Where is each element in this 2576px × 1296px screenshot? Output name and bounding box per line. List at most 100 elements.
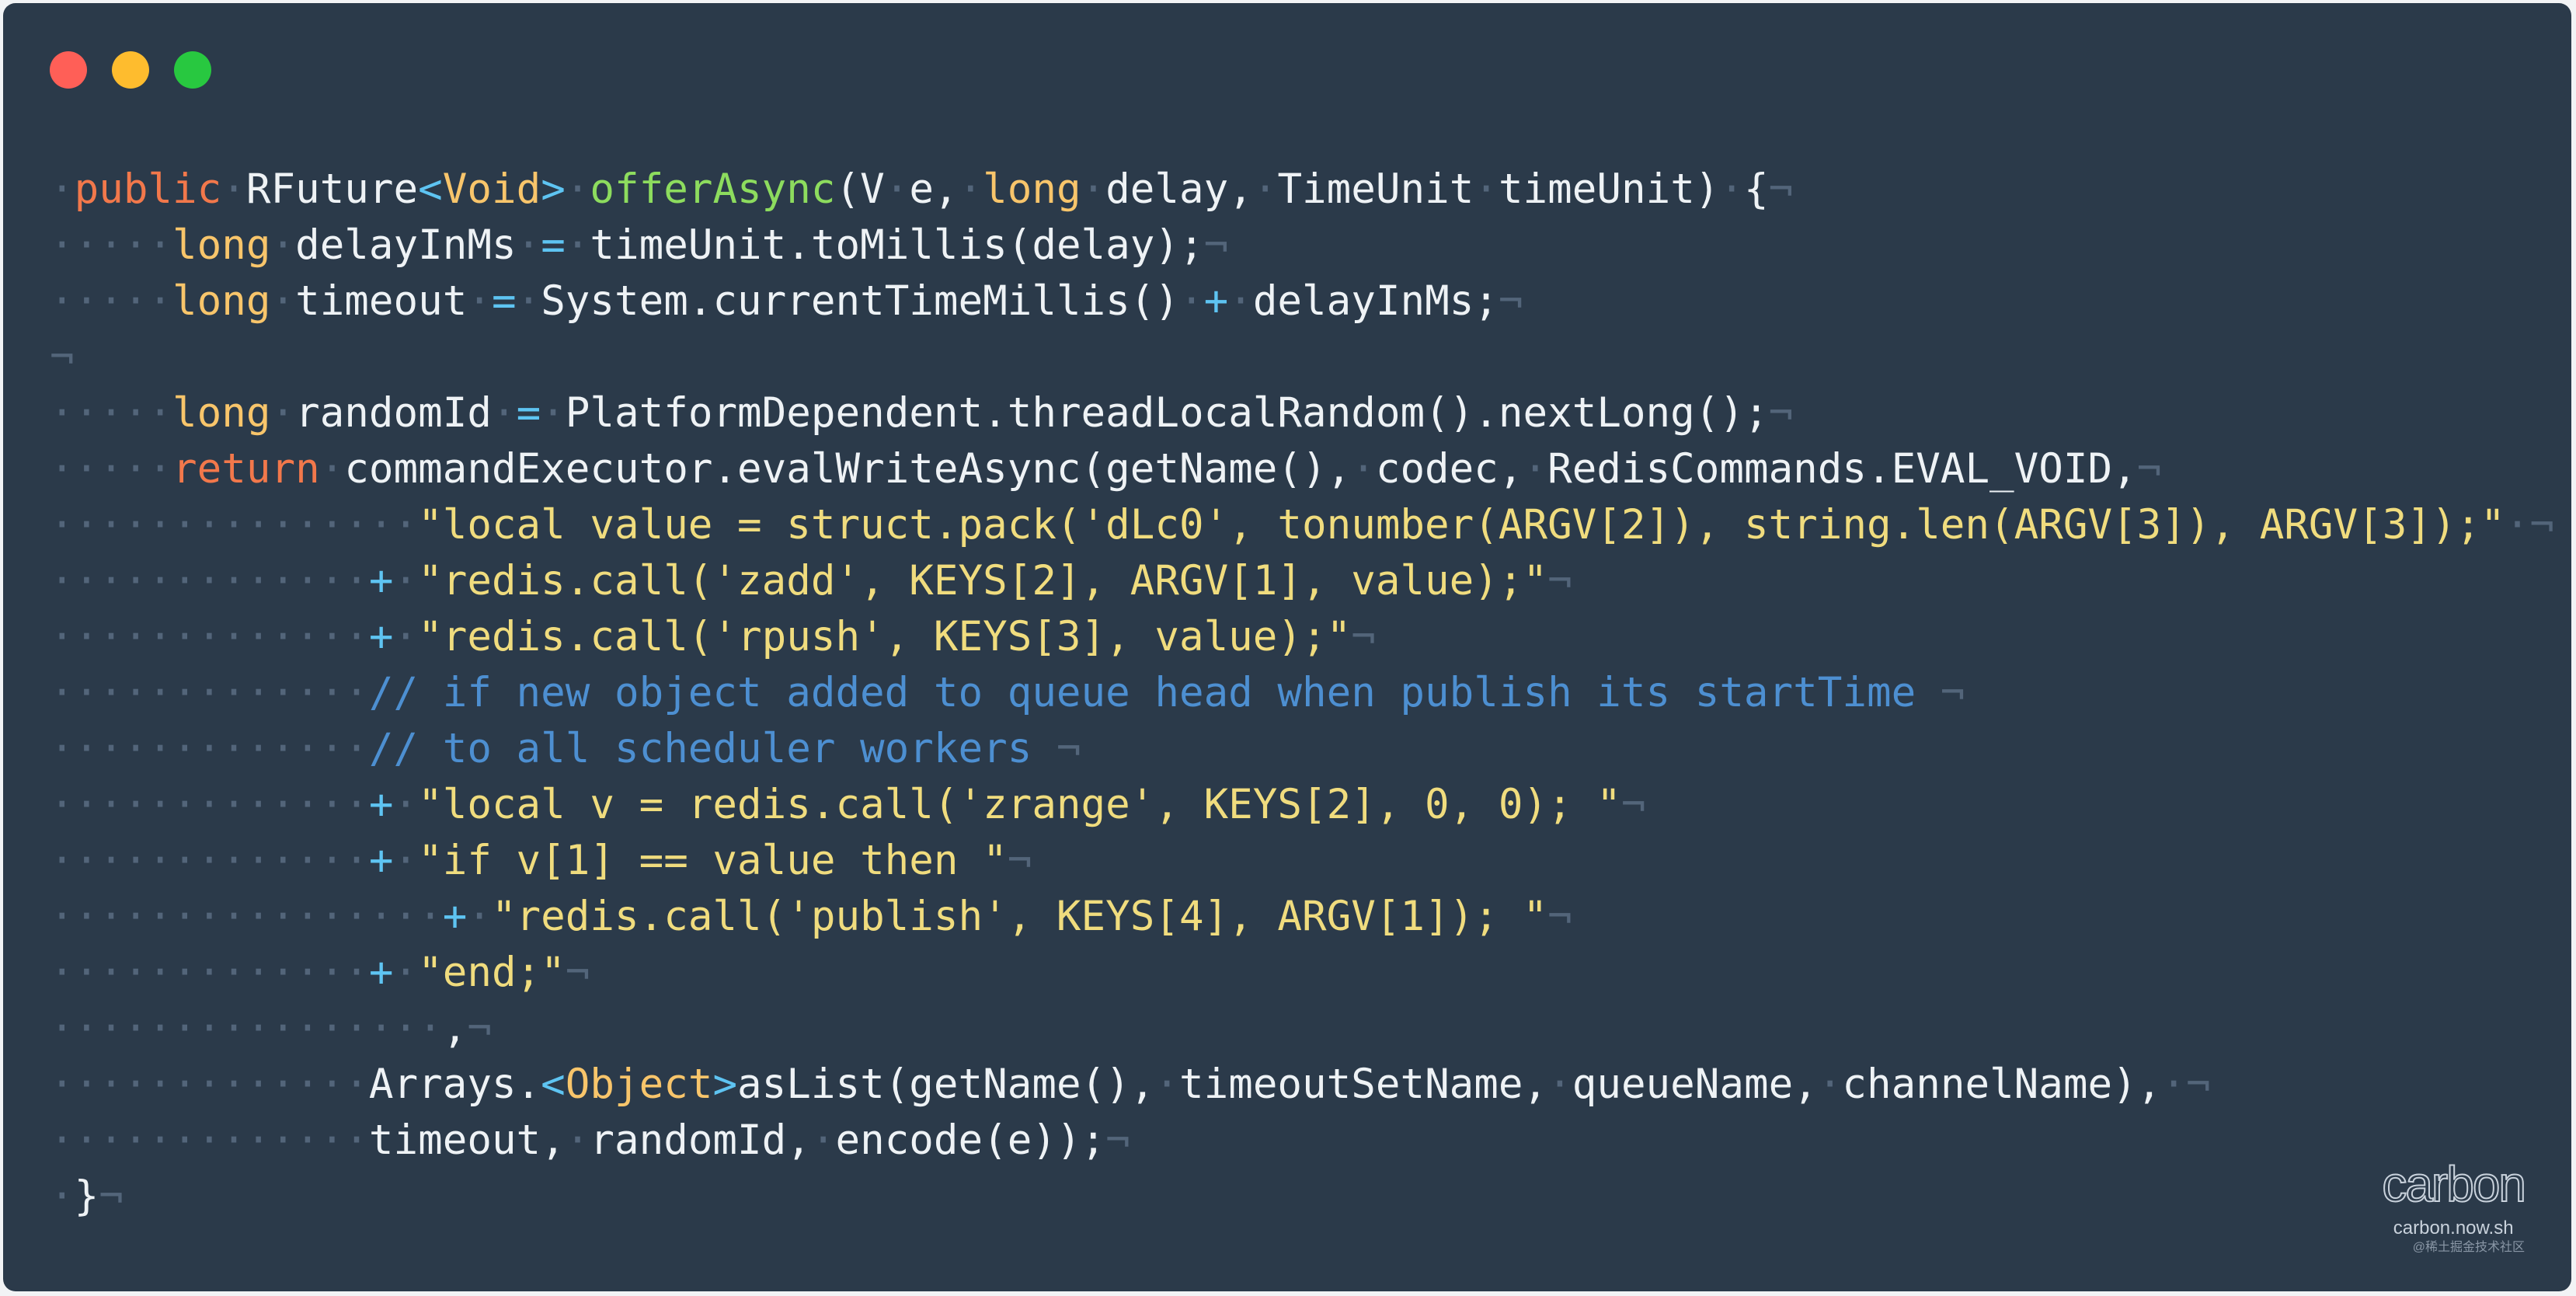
- whitespace-marker: ·: [393, 837, 419, 884]
- indent-whitespace: ················: [50, 893, 443, 940]
- code-token: delay,: [1105, 165, 1253, 213]
- whitespace-marker: ·: [565, 165, 590, 213]
- indent-whitespace: ·············: [50, 837, 369, 884]
- eol-marker: ¬: [1620, 781, 1646, 828]
- eol-marker: ¬: [2185, 1061, 2211, 1108]
- code-token: Object: [565, 1061, 713, 1108]
- whitespace-marker: ·: [1523, 445, 1548, 493]
- whitespace-marker: ·: [393, 557, 419, 604]
- code-token: public: [74, 165, 222, 213]
- whitespace-marker: ·: [221, 165, 246, 213]
- code-token: Void: [442, 165, 541, 213]
- code-token: +: [1203, 277, 1229, 325]
- code-token: +: [368, 949, 394, 996]
- code-token: "local value = struct.pack('dLc0', tonum…: [418, 501, 2505, 549]
- indent-whitespace: ·············: [50, 949, 369, 996]
- whitespace-marker: ·: [958, 165, 983, 213]
- whitespace-marker: ·: [516, 277, 541, 325]
- whitespace-marker: ·: [270, 221, 296, 269]
- code-token: return: [172, 445, 320, 493]
- code-line: ·············timeout,·randomId,·encode(e…: [50, 1113, 2554, 1169]
- code-token: "redis.call('publish', KEYS[4], ARGV[1])…: [491, 893, 1548, 940]
- close-window-icon[interactable]: [50, 51, 87, 89]
- eol-marker: ¬: [1547, 893, 1572, 940]
- code-token: encode(e));: [835, 1117, 1106, 1164]
- carbon-logo: carbon: [2381, 1156, 2527, 1212]
- code-token: "redis.call('rpush', KEYS[3], value);": [418, 613, 1352, 660]
- indent-whitespace: ···············: [50, 501, 419, 549]
- whitespace-marker: ·: [467, 277, 492, 325]
- whitespace-marker: ·: [270, 277, 296, 325]
- whitespace-marker: ·: [2505, 501, 2530, 549]
- code-token: delayInMs;: [1252, 277, 1499, 325]
- indent-whitespace: ·············: [50, 669, 369, 716]
- code-token: =: [516, 389, 541, 437]
- indent-whitespace: ·············: [50, 725, 369, 772]
- code-token: =: [541, 221, 566, 269]
- eol-marker: ¬: [1007, 837, 1032, 884]
- eol-marker: ¬: [1768, 389, 1794, 437]
- whitespace-marker: ·: [1817, 1061, 1843, 1108]
- eol-marker: ¬: [1498, 277, 1523, 325]
- code-token: Arrays.: [368, 1061, 541, 1108]
- code-line: ·····long·randomId·=·PlatformDependent.t…: [50, 385, 2554, 441]
- code-token: // if new object added to queue head whe…: [368, 669, 1941, 716]
- eol-marker: ¬: [1105, 1117, 1130, 1164]
- code-token: channelName),: [1842, 1061, 2162, 1108]
- code-line: ···············"local value = struct.pac…: [50, 497, 2554, 553]
- eol-marker: ¬: [1547, 557, 1572, 604]
- maximize-window-icon[interactable]: [174, 51, 211, 89]
- code-token: e,: [909, 165, 959, 213]
- code-token: queueName,: [1572, 1061, 1818, 1108]
- eol-marker: ¬: [2529, 501, 2554, 549]
- code-token: >: [712, 1061, 738, 1108]
- code-line: ·············// to all scheduler workers…: [50, 721, 2554, 777]
- code-line: ¬: [50, 329, 2554, 385]
- watermark-text: @稀土掘金技术社区: [2412, 1241, 2525, 1254]
- indent-whitespace: ·····: [50, 445, 173, 493]
- whitespace-marker: ·: [1228, 277, 1253, 325]
- whitespace-marker: ·: [2161, 1061, 2186, 1108]
- whitespace-marker: ·: [319, 445, 345, 493]
- code-token: =: [491, 277, 517, 325]
- indent-whitespace: ·············: [50, 557, 369, 604]
- code-token: +: [368, 557, 394, 604]
- eol-marker: ¬: [1351, 613, 1376, 660]
- code-line: ·····long·delayInMs·=·timeUnit.toMillis(…: [50, 218, 2554, 273]
- code-line: ·············+·"if v[1] == value then "¬: [50, 833, 2554, 889]
- minimize-window-icon[interactable]: [112, 51, 149, 89]
- eol-marker: ¬: [1056, 725, 1081, 772]
- code-line: ·············// if new object added to q…: [50, 665, 2554, 721]
- eol-marker: ¬: [50, 333, 75, 381]
- code-window: ·public·RFuture<Void>·offerAsync(V·e,·lo…: [3, 3, 2571, 1291]
- eol-marker: ¬: [1940, 669, 1965, 716]
- code-token: long: [172, 389, 271, 437]
- code-token: "local v = redis.call('zrange', KEYS[2],…: [418, 781, 1621, 828]
- code-block: ·public·RFuture<Void>·offerAsync(V·e,·lo…: [50, 162, 2554, 1225]
- code-token: offerAsync: [590, 165, 836, 213]
- whitespace-marker: ·: [884, 165, 910, 213]
- eol-marker: ¬: [1203, 221, 1229, 269]
- indent-whitespace: ·: [50, 165, 75, 213]
- whitespace-marker: ·: [1154, 1061, 1179, 1108]
- code-line: ················+·"redis.call('publish',…: [50, 889, 2554, 945]
- code-token: codec,: [1375, 445, 1523, 493]
- whitespace-marker: ·: [1474, 165, 1499, 213]
- code-token: <: [541, 1061, 566, 1108]
- code-line: ·············+·"local v = redis.call('zr…: [50, 777, 2554, 833]
- code-line: ················,¬: [50, 1001, 2554, 1057]
- code-line: ·············+·"redis.call('zadd', KEYS[…: [50, 553, 2554, 609]
- code-token: PlatformDependent.threadLocalRandom().ne…: [565, 389, 1769, 437]
- indent-whitespace: ·····: [50, 389, 173, 437]
- code-line: ·}¬: [50, 1169, 2554, 1225]
- whitespace-marker: ·: [565, 221, 590, 269]
- code-token: <: [418, 165, 443, 213]
- code-token: "if v[1] == value then ": [418, 837, 1008, 884]
- whitespace-marker: ·: [270, 389, 296, 437]
- code-token: +: [368, 781, 394, 828]
- code-token: randomId: [295, 389, 492, 437]
- code-token: commandExecutor.evalWriteAsync(getName()…: [344, 445, 1352, 493]
- eol-marker: ¬: [565, 949, 590, 996]
- whitespace-marker: ·: [393, 949, 419, 996]
- code-token: {: [1744, 165, 1769, 213]
